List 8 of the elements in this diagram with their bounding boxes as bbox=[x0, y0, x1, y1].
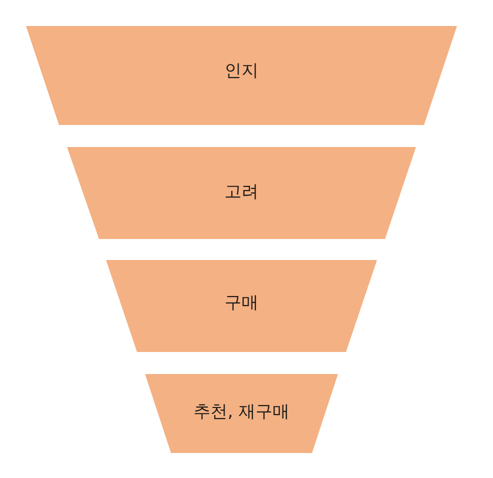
funnel-band bbox=[26, 26, 457, 125]
stage-label: 추천, 재구매 bbox=[194, 402, 290, 422]
funnel-band bbox=[145, 374, 338, 453]
funnel-band bbox=[67, 147, 416, 239]
stage-label: 고려 bbox=[224, 182, 258, 202]
stage-label: 구매 bbox=[224, 293, 258, 313]
stage-label: 인지 bbox=[224, 61, 258, 81]
funnel-band bbox=[106, 260, 377, 352]
